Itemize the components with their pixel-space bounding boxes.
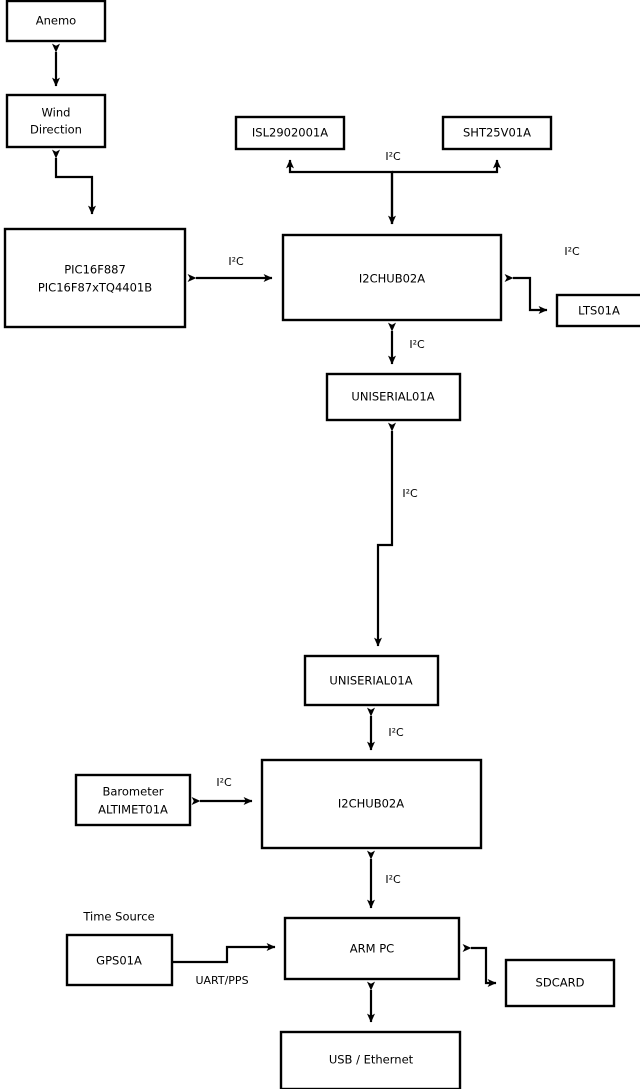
edge-line <box>374 422 396 647</box>
edge-line <box>504 274 548 314</box>
node-label-hub-bottom: I2CHUB02A <box>338 797 404 811</box>
edge-label-pic-hub: I²C <box>228 255 244 268</box>
node-i2chub02a-bottom[interactable]: I2CHUB02A <box>260 758 483 850</box>
node-box[interactable] <box>5 0 107 43</box>
node-i2chub02a-top[interactable]: I2CHUB02A <box>281 233 503 322</box>
edge-armpc-sdcard <box>462 944 497 987</box>
node-label-sht: SHT25V01A <box>463 126 531 140</box>
edge-label-gps-armpc: UART/PPS <box>195 974 248 987</box>
node-box[interactable] <box>504 958 616 1008</box>
edge-gps-armpc: UART/PPS <box>172 943 276 987</box>
node-label-uniserial-lower: UNISERIAL01A <box>329 674 412 688</box>
node-box[interactable] <box>555 293 640 328</box>
edge-hub-uniserial-up: I²C <box>388 322 425 365</box>
node-box[interactable] <box>234 115 346 151</box>
node-label-isl: ISL2902001A <box>252 126 328 140</box>
node-label-arm-pc: ARM PC <box>350 942 394 956</box>
node-anemo[interactable]: Anemo <box>5 0 107 43</box>
node-uniserial01a-lower[interactable]: UNISERIAL01A <box>303 654 440 707</box>
node-box[interactable] <box>325 372 462 422</box>
node-label-sdcard: SDCARD <box>536 976 585 990</box>
node-arm-pc[interactable]: ARM PC <box>283 916 461 981</box>
edge-hub-armpc: I²C <box>367 850 401 909</box>
node-sht25v01a[interactable]: SHT25V01A <box>441 115 553 151</box>
edge-label-hub-lts: I²C <box>564 245 580 258</box>
free-labels-layer: Time Source <box>82 910 154 924</box>
edge-label-hub-sensors: I²C <box>385 150 401 163</box>
node-box[interactable] <box>65 933 174 987</box>
node-label-wind-line2: Direction <box>30 123 82 137</box>
edge-wind-pic <box>52 149 96 215</box>
node-isl2902001a[interactable]: ISL2902001A <box>234 115 346 151</box>
node-label-pic-line2: PIC16F87xTQ4401B <box>38 281 152 295</box>
node-lts01a[interactable]: LTS01A <box>555 293 640 328</box>
edge-line <box>172 943 276 964</box>
edge-line <box>462 944 497 987</box>
edge-label-hub-armpc: I²C <box>385 873 401 886</box>
edge-line <box>52 149 96 215</box>
node-box[interactable] <box>74 773 192 827</box>
edge-label-uniserial-link: I²C <box>402 487 418 500</box>
node-label-barometer-line2: ALTIMET01A <box>98 803 168 817</box>
node-wind-direction[interactable]: Wind Direction <box>5 93 107 149</box>
edge-uniserial-link: I²C <box>374 422 418 647</box>
node-barometer[interactable]: Barometer ALTIMET01A <box>74 773 192 827</box>
node-label-lts: LTS01A <box>578 304 620 318</box>
edge-label-barometer-hub: I²C <box>216 776 232 789</box>
node-box[interactable] <box>279 1030 462 1089</box>
label-time-source: Time Source <box>82 910 154 924</box>
node-box[interactable] <box>441 115 553 151</box>
edge-pic-hub-top: I²C <box>187 255 273 282</box>
node-box[interactable] <box>303 654 440 707</box>
node-box[interactable] <box>3 227 187 329</box>
edges-layer: I²C I²C I²C I²C I²C <box>52 43 580 1023</box>
edge-label-hub-uniserial: I²C <box>409 338 425 351</box>
node-box[interactable] <box>281 233 503 322</box>
node-gps01a[interactable]: GPS01A <box>65 933 174 987</box>
node-uniserial01a-upper[interactable]: UNISERIAL01A <box>325 372 462 422</box>
edge-hub-lts: I²C <box>504 245 580 314</box>
edge-line-isl <box>286 159 394 224</box>
node-label-anemo: Anemo <box>36 14 76 28</box>
nodes-layer: Anemo Wind Direction PIC16F887 PIC16F87x… <box>3 0 640 1089</box>
node-pic-mcu[interactable]: PIC16F887 PIC16F87xTQ4401B <box>3 227 187 329</box>
node-sdcard[interactable]: SDCARD <box>504 958 616 1008</box>
node-usb-ethernet[interactable]: USB / Ethernet <box>279 1030 462 1089</box>
edge-line-sht <box>392 159 501 174</box>
node-box[interactable] <box>260 758 483 850</box>
edge-barometer-hub: I²C <box>191 776 253 805</box>
node-label-pic-line1: PIC16F887 <box>64 263 126 277</box>
node-box[interactable] <box>5 93 107 149</box>
node-label-uniserial-upper: UNISERIAL01A <box>351 390 434 404</box>
node-label-wind-line1: Wind <box>42 106 71 120</box>
node-box[interactable] <box>283 916 461 981</box>
edge-label-uniserial-hub: I²C <box>388 726 404 739</box>
node-label-gps: GPS01A <box>96 954 142 968</box>
node-label-hub-top: I2CHUB02A <box>359 272 425 286</box>
node-label-usb-ethernet: USB / Ethernet <box>329 1053 414 1067</box>
node-label-barometer-line1: Barometer <box>102 785 163 799</box>
edge-uniserial-hub-bot: I²C <box>367 707 404 751</box>
edge-hub-sensors: I²C <box>286 150 501 225</box>
